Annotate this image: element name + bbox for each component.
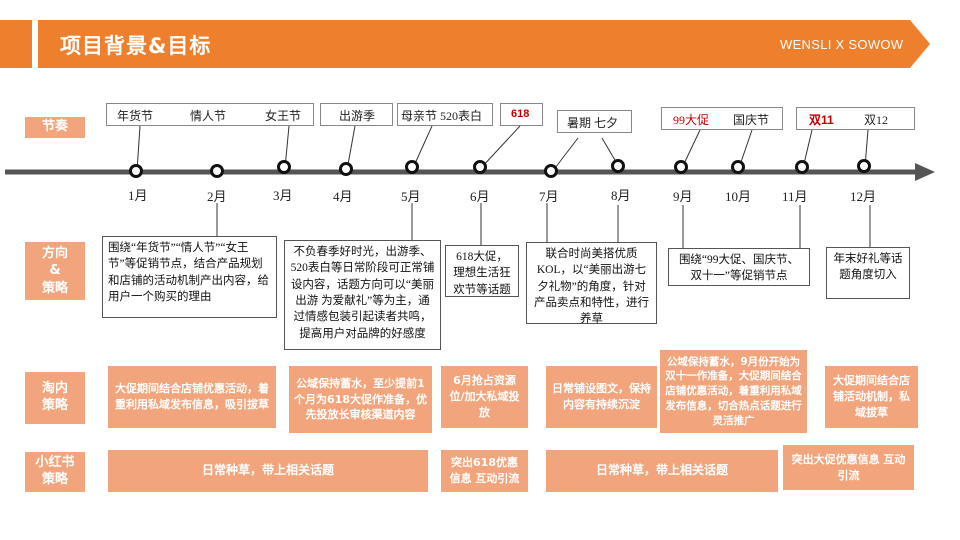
festival-label: 母亲节 520表白 (401, 109, 483, 123)
festival-box-618: 618 (500, 103, 543, 126)
timeline-dot (674, 160, 688, 174)
month-label: 11月 (782, 189, 808, 204)
timeline-dot (795, 160, 809, 174)
festival-label: 年货节 (117, 109, 154, 123)
xhs-strategy-box: 日常种草，带上相关话题 (546, 450, 778, 492)
festival-box-q4: 双11 双12 (796, 107, 915, 130)
festival-label: 99大促 (673, 113, 710, 127)
header-gap (32, 20, 38, 68)
timeline-dot (473, 160, 487, 174)
xhs-strategy-box: 日常种草，带上相关话题 (108, 450, 428, 492)
festival-label: 国庆节 (733, 113, 770, 127)
direction-box: 围绕“年货节”“情人节”“女王节”等促销节点，结合产品规划和店铺的活动机制产出内… (102, 236, 277, 318)
timeline-dot (611, 159, 625, 173)
festival-box-q1: 年货节 情人节 女王节 (106, 103, 314, 126)
timeline-dot (210, 164, 224, 178)
taobao-strategy-box: 大促期间结合店铺优惠活动，着重利用私域发布信息，吸引拔草 (108, 366, 276, 428)
timeline-dot (405, 160, 419, 174)
direction-box: 围绕“99大促、国庆节、双十一”等促销节点 (668, 248, 810, 286)
month-label: 2月 (207, 189, 227, 204)
month-label: 10月 (725, 189, 752, 204)
row-label-rhythm: 节奏 (25, 117, 85, 138)
header-accent (24, 20, 32, 68)
month-label: 7月 (539, 189, 559, 204)
row-label-xhs: 小红书 策略 (25, 452, 85, 492)
direction-box: 618大促，理想生活狂欢节等话题 (445, 245, 519, 297)
festival-box-summer: 暑期 七夕 (557, 110, 632, 133)
direction-box: 不负春季好时光，出游季、520表白等日常阶段可正常铺设内容，话题方向可以“美丽出… (284, 240, 441, 350)
festival-box-q3: 99大促 国庆节 (661, 107, 783, 130)
brand-text: WENSLI X SOWOW (780, 37, 904, 52)
month-label: 8月 (611, 188, 631, 203)
timeline-dot (544, 164, 558, 178)
taobao-strategy-box: 大促期间结合店铺活动机制，私域拔草 (825, 366, 918, 428)
xhs-strategy-box: 突出大促优惠信息 互动引流 (783, 445, 914, 490)
timeline-dot (129, 164, 143, 178)
month-label: 12月 (850, 189, 877, 204)
direction-box: 联合时尚美搭优质KOL，以“美丽出游七夕礼物”的角度，针对产品卖点和特性，进行养… (526, 242, 657, 325)
timeline-dot (857, 159, 871, 173)
month-label: 9月 (673, 189, 693, 204)
festival-box-mothers-day: 母亲节 520表白 (397, 103, 493, 126)
taobao-strategy-box: 日常铺设图文，保持内容有持续沉淀 (546, 366, 657, 428)
page-title: 项目背景&目标 (60, 34, 212, 58)
direction-box: 年末好礼等话题角度切入 (826, 247, 910, 299)
festival-label: 女王节 (265, 109, 302, 123)
taobao-strategy-box: 公域保持蓄水，9月份开始为双十一作准备，大促期间结合店铺优惠活动，着重利用私域发… (660, 350, 807, 433)
festival-label: 出游季 (339, 109, 376, 123)
festival-label: 情人节 (190, 109, 227, 123)
month-label: 3月 (273, 188, 293, 203)
timeline-dot (731, 160, 745, 174)
festival-box-outing: 出游季 (320, 103, 393, 126)
festival-label: 双12 (864, 113, 889, 127)
month-label: 5月 (401, 189, 421, 204)
xhs-strategy-box: 突出618优惠信息 互动引流 (441, 450, 528, 492)
header-bar (0, 20, 930, 68)
timeline-dot (277, 160, 291, 174)
month-label: 6月 (470, 189, 490, 204)
taobao-strategy-box: 公域保持蓄水，至少提前1个月为618大促作准备，优先投放长审核渠道内容 (289, 366, 432, 433)
row-label-direction: 方向 & 策略 (25, 242, 85, 300)
festival-label: 618 (511, 108, 530, 120)
month-label: 1月 (128, 188, 148, 203)
timeline-dot (339, 162, 353, 176)
festival-label: 暑期 七夕 (567, 116, 619, 130)
month-label: 4月 (333, 189, 353, 204)
taobao-strategy-box: 6月抢占资源位/加大私域投放 (441, 366, 528, 428)
row-label-taobao: 淘内 策略 (25, 372, 85, 424)
festival-label: 双11 (809, 113, 834, 127)
